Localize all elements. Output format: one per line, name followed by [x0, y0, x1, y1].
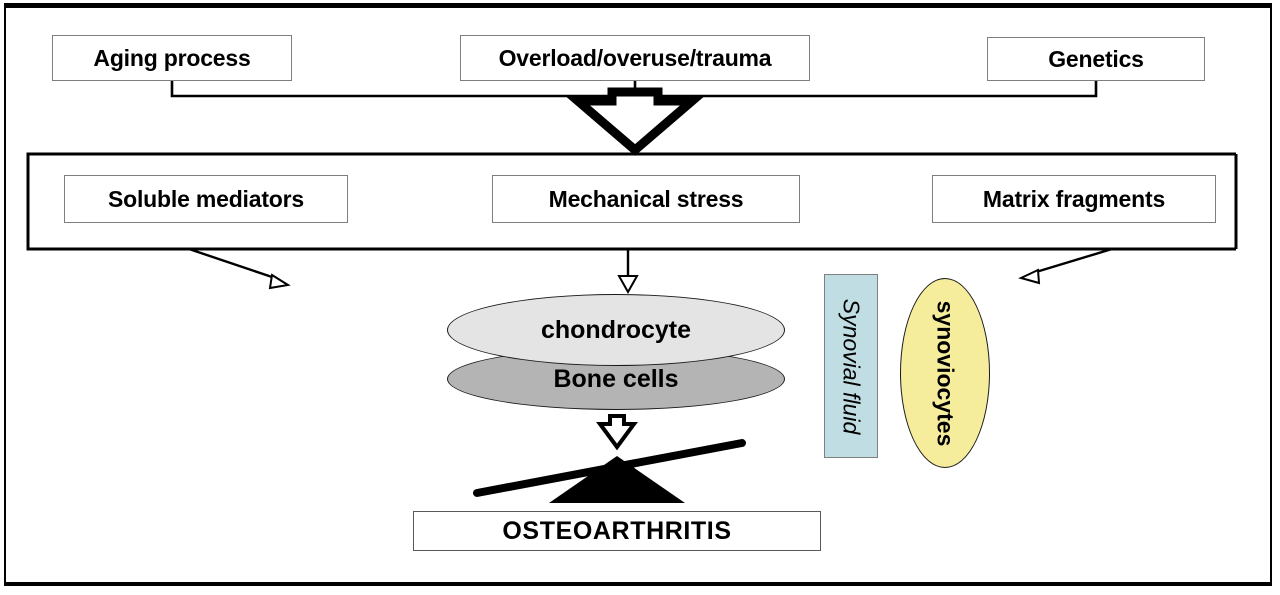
cell-label: chondrocyte	[540, 315, 692, 344]
risk-factor-label: Genetics	[1048, 45, 1144, 72]
tissue-label: synoviocytes	[932, 300, 959, 446]
cell-label: Bone cells	[553, 364, 679, 393]
outcome-label: OSTEOARTHRITIS	[502, 516, 732, 545]
tissue-synovial-fluid[interactable]: Synovial fluid	[824, 274, 878, 458]
risk-factor-genetics[interactable]: Genetics	[987, 37, 1205, 81]
cell-chondrocyte[interactable]: chondrocyte	[447, 294, 785, 366]
tissue-synoviocytes[interactable]: synoviocytes	[900, 278, 990, 468]
mediator-label: Mechanical stress	[548, 185, 744, 212]
mediator-mechanical-stress[interactable]: Mechanical stress	[492, 175, 800, 223]
outcome-osteoarthritis[interactable]: OSTEOARTHRITIS	[413, 511, 821, 551]
mediator-label: Soluble mediators	[108, 185, 304, 212]
mediator-matrix-fragments[interactable]: Matrix fragments	[932, 175, 1216, 223]
mediator-label: Matrix fragments	[982, 185, 1166, 212]
mediator-soluble-mediators[interactable]: Soluble mediators	[64, 175, 348, 223]
risk-factor-overload-overuse-trauma[interactable]: Overload/overuse/trauma	[460, 35, 810, 81]
tissue-label: Synovial fluid	[838, 298, 865, 434]
risk-factor-aging-process[interactable]: Aging process	[52, 35, 292, 81]
risk-factor-label: Aging process	[93, 44, 251, 71]
risk-factor-label: Overload/overuse/trauma	[498, 44, 772, 71]
